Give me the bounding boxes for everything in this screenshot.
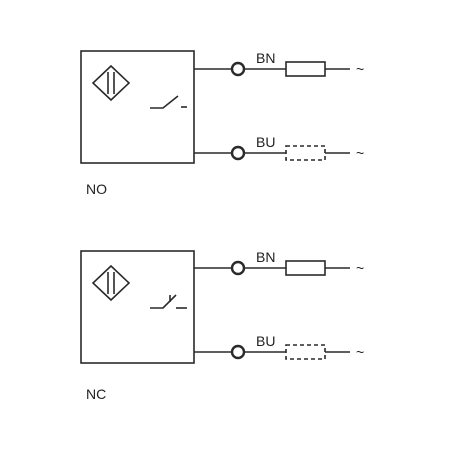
wire-bn: BN ~ — [194, 249, 364, 276]
ac-symbol: ~ — [356, 145, 364, 161]
sensor-body — [80, 50, 195, 164]
mode-label: NC — [86, 386, 106, 402]
ac-symbol: ~ — [356, 61, 364, 77]
terminal — [230, 61, 246, 77]
load-dashed — [285, 344, 326, 360]
wire-label: BN — [256, 249, 275, 265]
load-resistor — [285, 61, 326, 77]
normally-closed-contact-icon — [150, 294, 187, 309]
sensor-body — [80, 250, 195, 364]
normally-open-contact-icon — [150, 95, 187, 109]
ac-symbol: ~ — [356, 344, 364, 360]
terminal — [230, 344, 246, 360]
load-resistor — [285, 260, 326, 276]
terminal — [230, 145, 246, 161]
wiring-diagram-nc: BN ~ BU ~ NC — [80, 249, 364, 402]
ac-symbol: ~ — [356, 260, 364, 276]
wire-label: BU — [256, 333, 275, 349]
wiring-diagram-no: BN ~ BU ~ NO — [80, 50, 364, 197]
sensor-diamond-icon — [91, 64, 131, 102]
wire-label: BU — [256, 134, 275, 150]
sensor-diamond-icon — [91, 264, 131, 302]
wire-bu: BU ~ — [194, 333, 364, 360]
terminal — [230, 260, 246, 276]
load-dashed — [285, 145, 326, 161]
wire-bu: BU ~ — [194, 134, 364, 161]
wire-bn: BN ~ — [194, 50, 364, 77]
mode-label: NO — [86, 181, 107, 197]
wire-label: BN — [256, 50, 275, 66]
